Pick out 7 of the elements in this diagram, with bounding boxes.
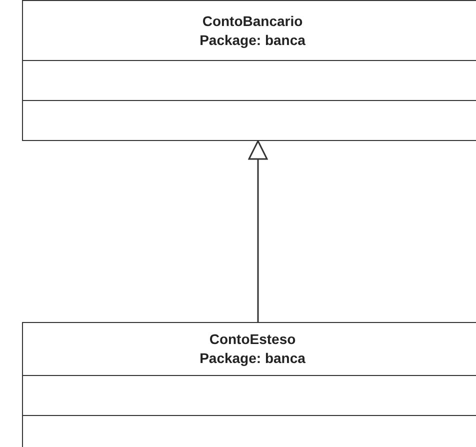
- class-name: ContoBancario: [202, 12, 303, 30]
- package-label: Package: banca: [200, 30, 306, 50]
- package-label: Package: banca: [200, 349, 306, 368]
- class-box: [22, 322, 476, 447]
- class-name: ContoEsteso: [209, 330, 296, 349]
- class-box: [22, 0, 476, 141]
- generalization-arrow: [248, 140, 268, 322]
